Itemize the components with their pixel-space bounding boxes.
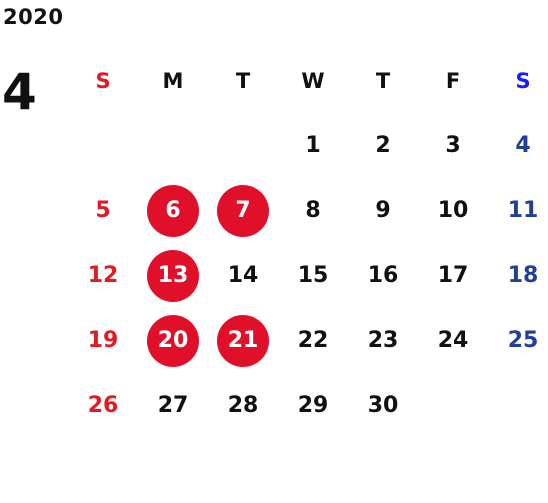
day-cell: 15 — [297, 263, 329, 288]
weekday-header-sun: S — [95, 68, 111, 93]
weekday-header-mon: M — [162, 68, 184, 93]
day-cell: 9 — [375, 198, 391, 223]
calendar-grid: S M T W T F S 1 2 3 4 5 6 7 8 9 10 11 12… — [68, 48, 548, 438]
day-cell: 5 — [95, 198, 111, 223]
day-cell: 3 — [445, 133, 461, 158]
day-cell — [208, 113, 278, 178]
day-cell: 26 — [87, 393, 119, 418]
day-cell — [488, 373, 548, 438]
day-cell: 19 — [87, 328, 119, 353]
day-cell: 28 — [227, 393, 259, 418]
year-label: 2020 — [3, 5, 64, 29]
day-cell: 25 — [507, 328, 539, 353]
day-cell: 11 — [507, 198, 539, 223]
weekday-header-sat: S — [515, 68, 531, 93]
weekday-header-fri: F — [445, 68, 461, 93]
day-cell — [138, 113, 208, 178]
highlighted-day-cell: 6 — [138, 178, 208, 243]
weekday-header-tue: T — [235, 68, 251, 93]
day-cell: 17 — [437, 263, 469, 288]
day-cell: 14 — [227, 263, 259, 288]
month-label: 4 — [2, 63, 37, 121]
day-cell: 30 — [367, 393, 399, 418]
day-cell: 2 — [375, 133, 391, 158]
highlighted-day-cell: 20 — [138, 308, 208, 373]
day-cell: 22 — [297, 328, 329, 353]
highlighted-day-cell: 13 — [138, 243, 208, 308]
day-cell: 4 — [515, 133, 531, 158]
day-cell: 18 — [507, 263, 539, 288]
day-cell: 23 — [367, 328, 399, 353]
day-cell: 1 — [305, 133, 321, 158]
day-cell: 12 — [87, 263, 119, 288]
highlighted-day-cell: 21 — [208, 308, 278, 373]
day-cell — [68, 113, 138, 178]
day-cell: 8 — [305, 198, 321, 223]
highlighted-day-cell: 7 — [208, 178, 278, 243]
day-cell: 24 — [437, 328, 469, 353]
day-cell: 10 — [437, 198, 469, 223]
weekday-header-thu: T — [375, 68, 391, 93]
day-cell: 16 — [367, 263, 399, 288]
day-cell: 29 — [297, 393, 329, 418]
day-cell — [418, 373, 488, 438]
weekday-header-wed: W — [301, 68, 325, 93]
day-cell: 27 — [157, 393, 189, 418]
